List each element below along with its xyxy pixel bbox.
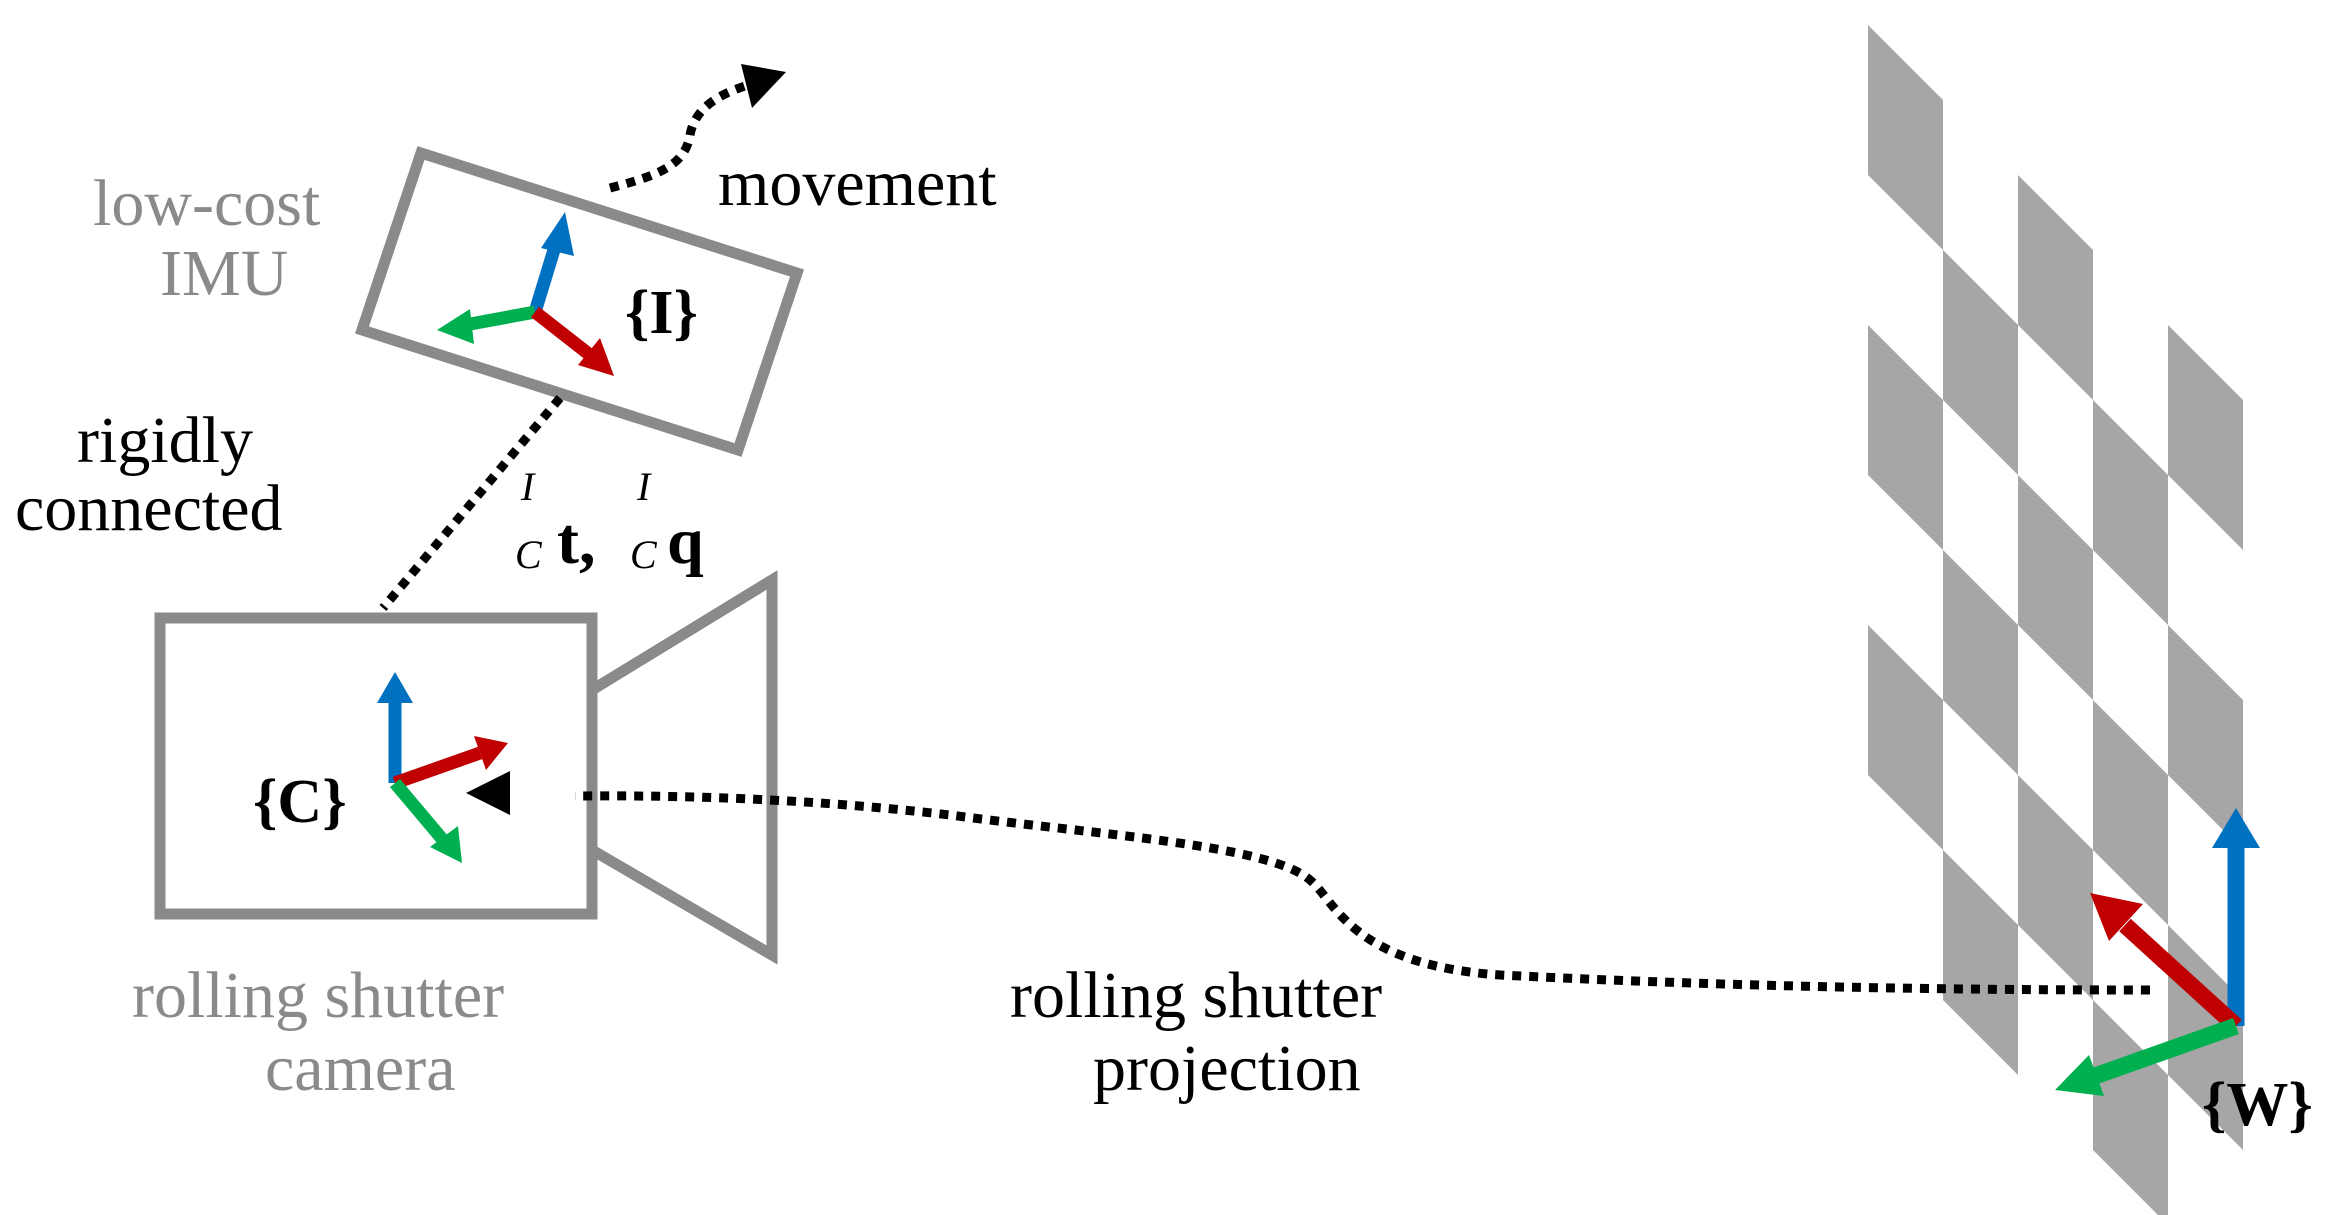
- camera-axes: [377, 672, 508, 863]
- projection-label-line2: projection: [1093, 1032, 1361, 1105]
- checker-cell: [1868, 325, 1943, 550]
- checker-cell: [2018, 475, 2093, 700]
- extrinsic-q-subscript: C: [630, 532, 658, 577]
- movement-arrowhead-icon: [741, 64, 786, 108]
- camera-frame-label: {C}: [253, 768, 347, 836]
- world-y-arrow-icon: [2055, 1055, 2104, 1096]
- camera-label-line1: rolling shutter: [132, 959, 504, 1032]
- camera-lens: [586, 570, 778, 965]
- imu-axes: [437, 212, 614, 376]
- imu-z-arrow-icon: [541, 212, 574, 256]
- world-axes: [2055, 808, 2260, 1096]
- checker-cell: [2093, 1000, 2168, 1215]
- extrinsic-t-superscript: I: [520, 464, 536, 509]
- imu-frame-label: {I}: [625, 279, 698, 347]
- checker-cell: [1868, 25, 1943, 250]
- camera-y-arrow-icon: [430, 826, 462, 863]
- imu-y-arrow-icon: [437, 309, 474, 344]
- imu-box: [355, 146, 804, 457]
- checker-cell: [2018, 175, 2093, 400]
- checker-cell: [2093, 700, 2168, 925]
- movement-label: movement: [718, 147, 997, 220]
- checker-cell: [2093, 400, 2168, 625]
- projection-arrowhead-icon: [466, 771, 510, 815]
- checker-cell: [2168, 625, 2243, 850]
- checkerboard-target: [1868, 25, 2243, 1215]
- world-frame-label: {W}: [2202, 1071, 2313, 1139]
- extrinsic-parameters: I C t, I C q: [515, 464, 704, 578]
- checker-cell: [2168, 325, 2243, 550]
- checker-cell: [1943, 850, 2018, 1075]
- world-x-arrow-icon: [2090, 893, 2143, 941]
- extrinsic-t-subscript: C: [515, 532, 543, 577]
- camera-label-line2: camera: [265, 1032, 456, 1105]
- checker-cell: [1943, 250, 2018, 475]
- checker-cell: [1943, 550, 2018, 775]
- imu-x-arrow-icon: [578, 338, 614, 376]
- rigid-connection-line: [379, 395, 564, 611]
- rigid-label-line2: connected: [15, 472, 283, 545]
- extrinsic-rotation: q: [667, 505, 704, 578]
- projection-label-line1: rolling shutter: [1010, 959, 1382, 1032]
- checker-cell: [2018, 775, 2093, 1000]
- checker-cell: [1868, 625, 1943, 850]
- imu-label-line2: IMU: [160, 237, 288, 310]
- camera-body: [154, 612, 598, 920]
- imu-label-line1: low-cost: [93, 167, 320, 240]
- projection-path: [574, 791, 2151, 995]
- world-z-arrow-icon: [2212, 808, 2260, 848]
- movement-path: [608, 81, 747, 193]
- extrinsic-translation: t,: [557, 505, 595, 578]
- camera-z-arrow-icon: [377, 672, 413, 703]
- rigid-label-line1: rigidly: [77, 404, 253, 477]
- camera-x-arrow-icon: [474, 736, 508, 770]
- extrinsic-q-superscript: I: [636, 464, 652, 509]
